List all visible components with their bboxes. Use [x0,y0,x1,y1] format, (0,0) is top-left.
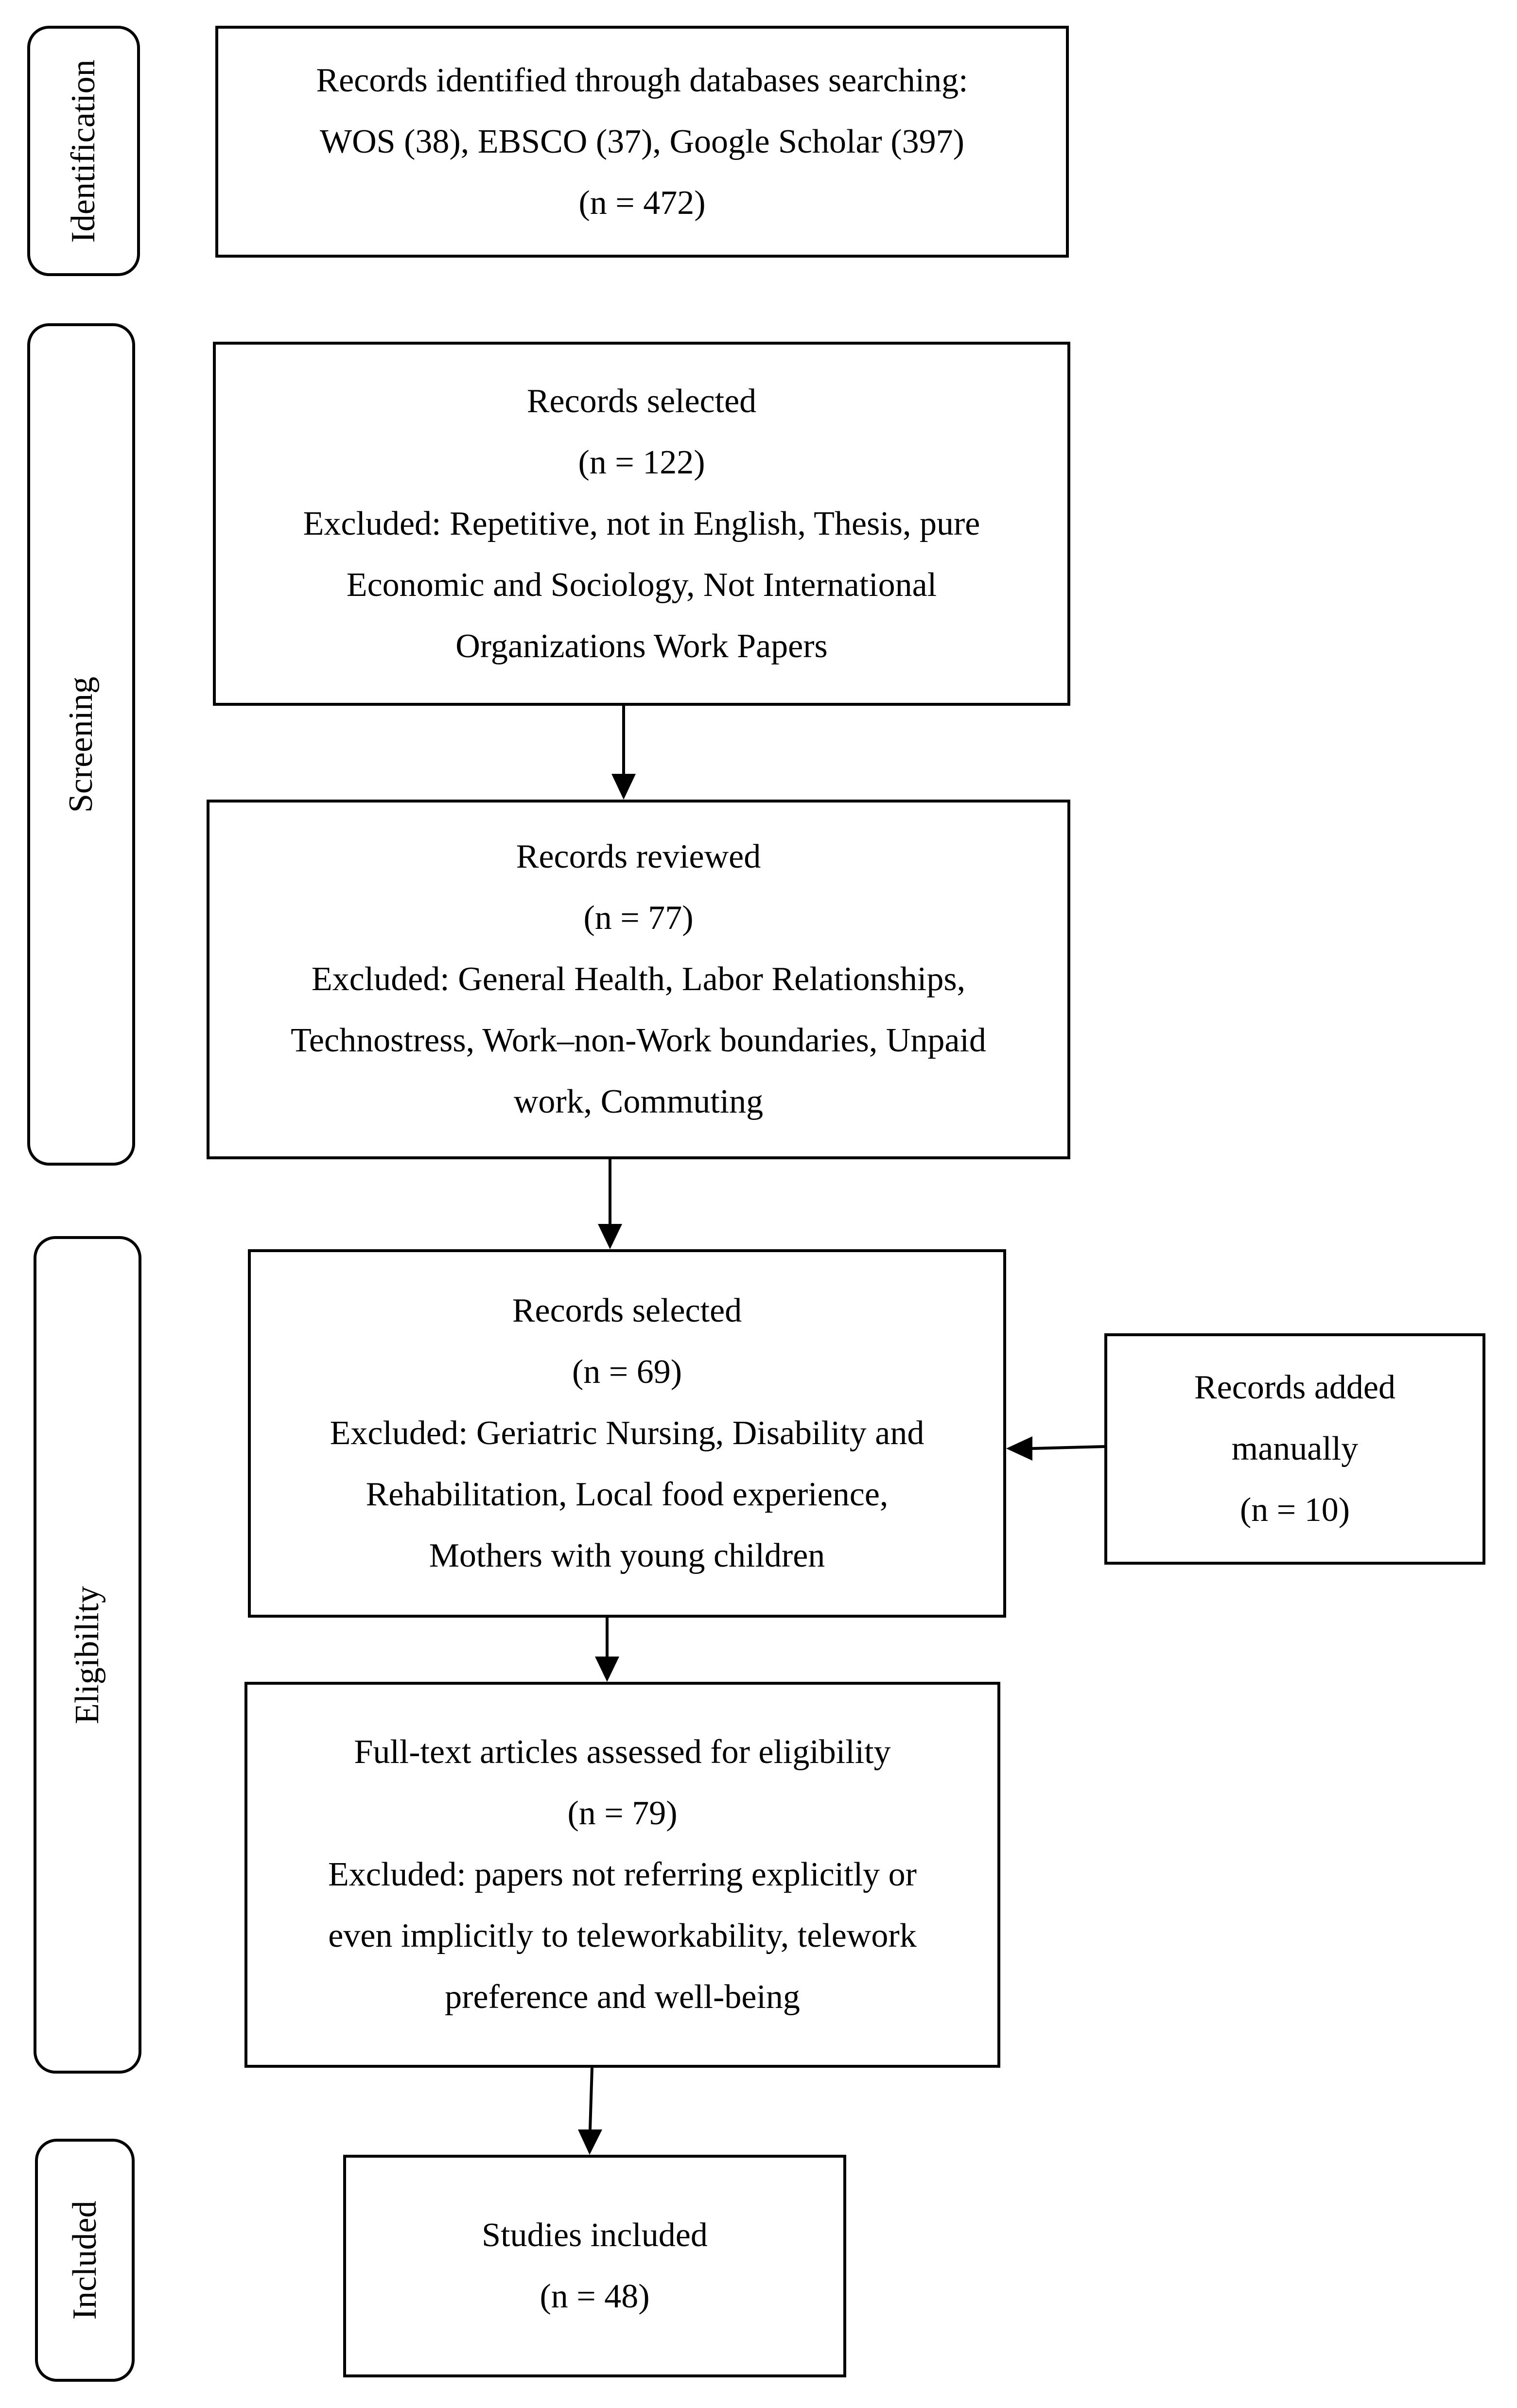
phase-identification-label: Identification [65,59,102,243]
full-text-title: Full-text articles assessed for eligibil… [354,1733,891,1771]
records-identified-line-1: Records identified through databases sea… [316,61,968,99]
box-studies-included: Studies included (n = 48) [343,2155,846,2377]
records-selected-excluded-1: Excluded: Repetitive, not in English, Th… [303,505,980,542]
full-text-count: (n = 79) [567,1795,678,1832]
arrow-reviewed-to-selected [598,1159,622,1249]
box-records-added-manually: Records added manually (n = 10) [1104,1333,1485,1565]
phase-eligibility-label: Eligibility [69,1586,106,1724]
phase-included: Included [35,2139,135,2382]
records-added-line-1: Records added [1194,1369,1396,1406]
records-identified-line-2: WOS (38), EBSCO (37), Google Scholar (39… [320,122,964,160]
arrow-selected-to-reviewed [611,706,636,800]
full-text-excluded-2: even implicitly to teleworkability, tele… [328,1917,917,1954]
records-selected-2-excluded-1: Excluded: Geriatric Nursing, Disability … [330,1414,924,1452]
full-text-excluded-1: Excluded: papers not referring explicitl… [328,1856,917,1893]
arrow-full-text-to-included [578,2067,602,2155]
studies-included-count: (n = 48) [540,2278,650,2315]
records-reviewed-excluded-3: work, Commuting [513,1083,764,1120]
records-selected-2-excluded-2: Rehabilitation, Local food experience, [366,1476,889,1513]
phase-screening: Screening [27,323,135,1166]
records-reviewed-title: Records reviewed [516,838,761,875]
records-selected-excluded-3: Organizations Work Papers [455,627,828,665]
records-reviewed-excluded-1: Excluded: General Health, Labor Relation… [311,960,966,998]
box-full-text-assessed: Full-text articles assessed for eligibil… [244,1682,1000,2068]
arrow-added-to-selected [1006,1436,1105,1461]
studies-included-title: Studies included [482,2216,708,2254]
records-selected-2-title: Records selected [512,1292,742,1329]
records-identified-count: (n = 472) [578,184,706,222]
box-records-selected-screening: Records selected (n = 122) Excluded: Rep… [213,342,1070,706]
phase-screening-label: Screening [62,676,100,813]
records-added-line-2: manually [1231,1430,1359,1467]
records-selected-title: Records selected [526,382,757,420]
records-reviewed-excluded-2: Technostress, Work–non-Work boundaries, … [291,1022,986,1059]
records-selected-2-count: (n = 69) [572,1353,682,1391]
phase-included-label: Included [66,2200,104,2320]
records-added-count: (n = 10) [1239,1491,1350,1529]
full-text-excluded-3: preference and well-being [445,1978,800,2016]
phase-eligibility: Eligibility [34,1236,141,2074]
box-records-identified: Records identified through databases sea… [215,26,1069,258]
box-records-reviewed: Records reviewed (n = 77) Excluded: Gene… [207,800,1070,1159]
box-records-selected-eligibility: Records selected (n = 69) Excluded: Geri… [248,1249,1006,1618]
records-selected-excluded-2: Economic and Sociology, Not Internationa… [346,566,937,604]
records-selected-2-excluded-3: Mothers with young children [429,1537,825,1574]
records-reviewed-count: (n = 77) [583,899,694,937]
arrow-selected-to-full-text [595,1618,619,1682]
records-selected-count: (n = 122) [578,443,705,481]
phase-identification: Identification [27,26,140,276]
